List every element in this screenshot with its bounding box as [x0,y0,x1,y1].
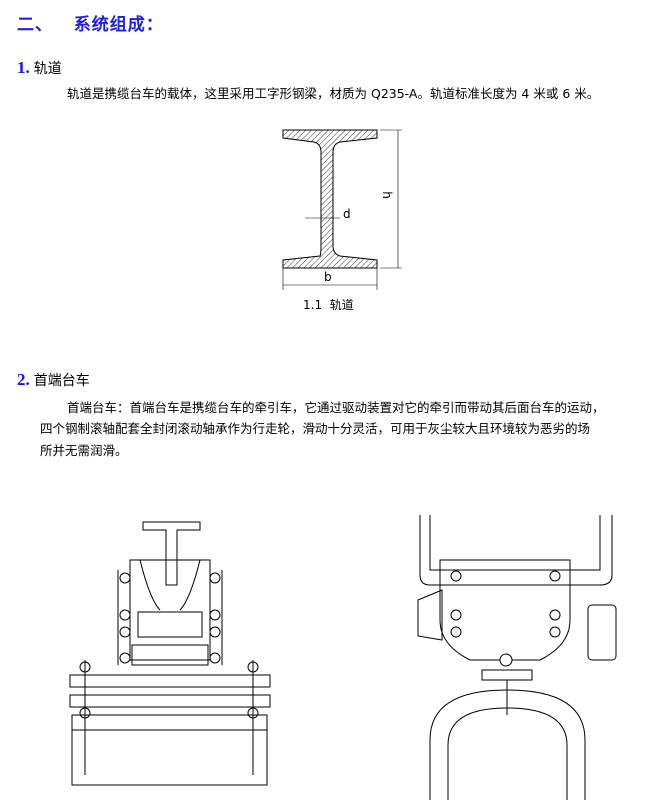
figure-caption: 1.1 轨道 [303,298,354,312]
i-beam-figure [282,129,402,290]
rail-description: 轨道是携缆台车的载体，这里采用工字形钢梁，材质为 Q235-A。轨道标准长度为 … [67,86,600,101]
trolley-side-view-drawing [417,515,617,800]
trolley-line-3: 所并无需润滑。 [40,443,128,458]
subsection-number: 1. [17,58,30,77]
subsection-title: 轨道 [33,61,62,77]
subsection-title-rail: 1.轨道 [17,58,62,78]
trolley-line-2: 四个钢制滚轴配套全封闭滚动轴承作为行走轮，滑动十分灵活，可用于灰尘较大且环境较为… [40,421,591,436]
heading-title: 系统组成： [73,15,164,35]
width-label: b [324,270,332,284]
subsection-title: 首端台车 [33,373,90,389]
heading-index: 二、 [17,15,53,35]
trolley-front-view-drawing [69,521,271,786]
subsection-number: 2. [17,370,30,389]
section-heading: 二、 系统组成： [17,10,164,35]
subsection-title-head-trolley: 2.首端台车 [17,370,90,390]
web-label: d [343,207,351,221]
trolley-line-1: 首端台车：首端台车是携缆台车的牵引车，它通过驱动装置对它的牵引而带动其后面台车的… [67,400,605,415]
height-label: h [379,191,394,199]
